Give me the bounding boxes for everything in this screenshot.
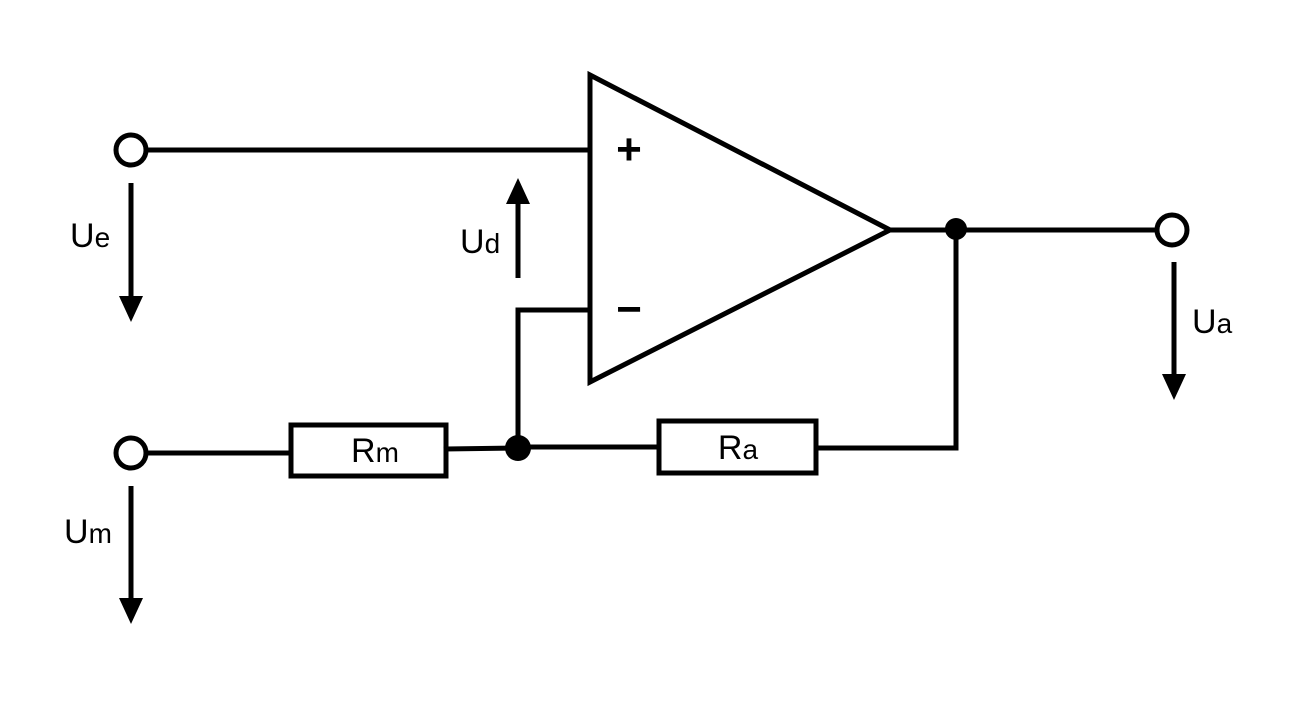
ue-terminal	[113, 132, 149, 168]
ra-label: Ra	[718, 429, 759, 467]
ud-arrow	[506, 178, 530, 278]
feedback-wire	[814, 226, 959, 451]
ra-resistor	[656, 418, 819, 476]
opamp-minus-sign: −	[616, 285, 642, 334]
rm-label: Rm	[351, 432, 399, 470]
um-arrow	[119, 486, 143, 624]
ud-label: Ud	[460, 223, 500, 261]
ua-arrow	[1162, 262, 1186, 400]
ua-label: Ua	[1192, 303, 1233, 341]
opamp-triangle	[587, 70, 896, 387]
ue-label: Ue	[70, 217, 110, 255]
minus-junction-dot	[505, 435, 531, 461]
minus-input-wire	[515, 307, 593, 450]
opamp-plus-sign: +	[616, 125, 642, 174]
um-label: Um	[64, 513, 112, 551]
um-terminal	[113, 435, 149, 471]
ue-arrow	[119, 183, 143, 322]
ua-terminal	[1154, 212, 1190, 248]
